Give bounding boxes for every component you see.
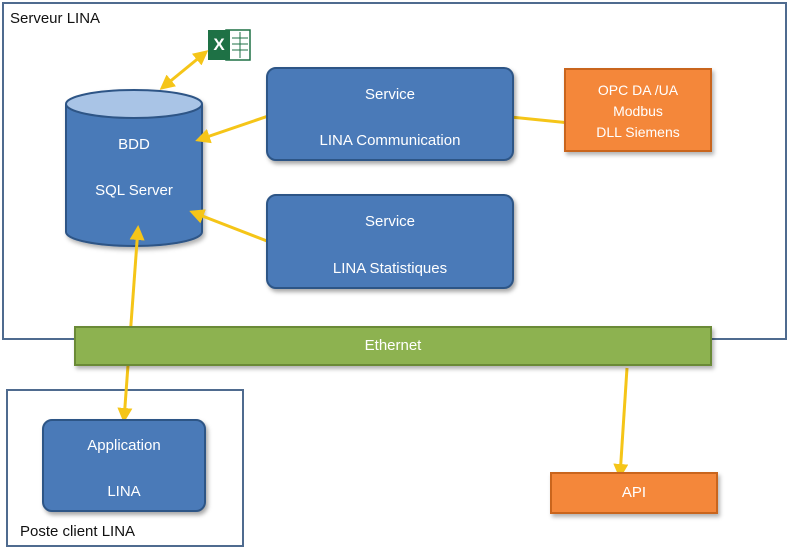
- protocol-opc: OPC DA /UA: [597, 82, 679, 98]
- connector-db-application: [117, 225, 145, 423]
- api-box: API: [550, 472, 718, 514]
- connector-db-statistiques: [189, 209, 283, 249]
- service-communication-box: Service LINA Communication: [266, 67, 514, 161]
- database-label-bdd: BDD: [118, 136, 150, 153]
- excel-icon: [208, 29, 251, 61]
- excel-icon-letter: X: [213, 35, 225, 54]
- application-box: Application LINA: [42, 419, 206, 512]
- client-frame-label: Poste client LINA: [20, 523, 136, 540]
- connector-db-excel: [159, 50, 209, 90]
- ethernet-bar: Ethernet: [74, 326, 712, 366]
- protocol-modbus: Modbus: [613, 103, 663, 119]
- service-communication-title: Service: [364, 86, 416, 103]
- database-label-sql-server: SQL Server: [95, 182, 173, 199]
- service-communication-name: LINA Communication: [319, 132, 461, 149]
- connector-ethernet-api: [613, 367, 629, 479]
- database-cylinder: [65, 89, 203, 247]
- application-name: LINA: [107, 483, 141, 500]
- service-statistiques-box: Service LINA Statistiques: [266, 194, 514, 289]
- protocols-box: OPC DA /UA Modbus DLL Siemens: [564, 68, 712, 152]
- protocol-dll-siemens: DLL Siemens: [596, 124, 680, 140]
- application-title: Application: [87, 437, 161, 454]
- server-frame-label: Serveur LINA: [10, 10, 101, 27]
- service-statistiques-title: Service: [364, 213, 416, 230]
- service-statistiques-name: LINA Statistiques: [332, 260, 448, 277]
